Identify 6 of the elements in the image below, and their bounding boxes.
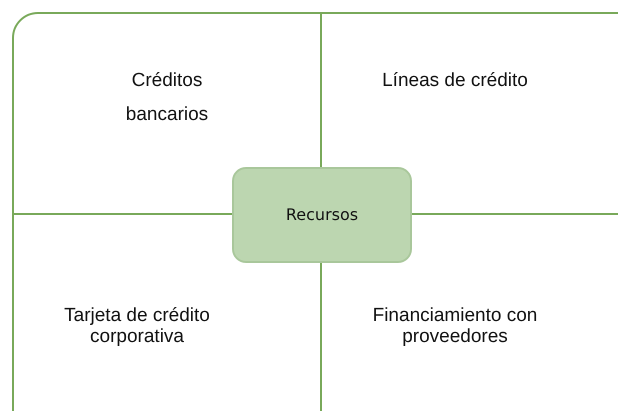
- center-box: [232, 167, 412, 263]
- node-label: Líneas de crédito: [381, 69, 529, 93]
- node-label: Créditos bancarios: [124, 69, 210, 127]
- node-label: Financiamiento con proveedores: [372, 305, 538, 347]
- node-label: Tarjeta de crédito corporativa: [63, 305, 211, 347]
- node-label: Recursos: [284, 205, 360, 225]
